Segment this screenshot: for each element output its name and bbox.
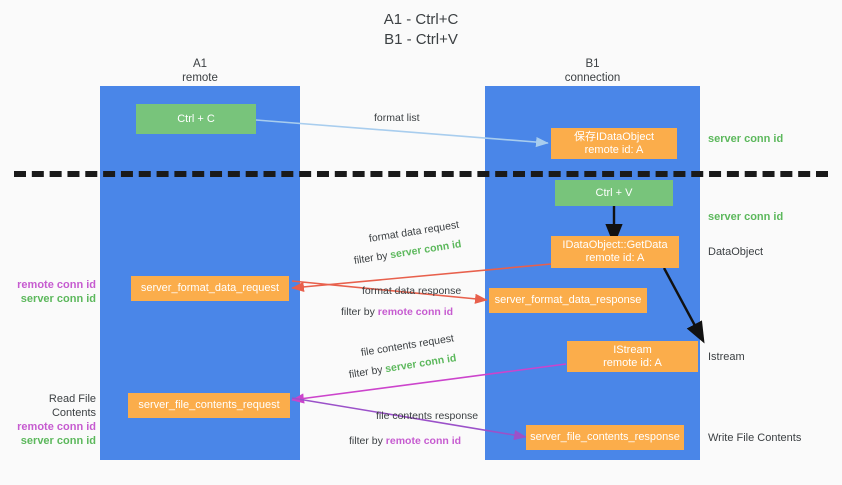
node-server-format-data-request-label: server_format_data_request xyxy=(140,282,280,294)
node-ctrl-v-label: Ctrl + V xyxy=(595,186,633,199)
diagram-title: A1 - Ctrl+C B1 - Ctrl+V xyxy=(0,10,842,50)
node-ctrl-c-label: Ctrl + C xyxy=(177,112,215,125)
annotation-write-file-contents: Write File Contents xyxy=(708,432,802,444)
annotation-istream: Istream xyxy=(708,351,745,363)
filter-prefix-3: filter by xyxy=(348,363,387,381)
node-server-file-contents-response[interactable]: server_file_contents_response xyxy=(526,425,684,450)
node-getdata-line1: IDataObject::GetData xyxy=(562,239,668,251)
edge-label-file-contents-response-filter: filter by remote conn id xyxy=(349,434,461,448)
filter-prefix-2: filter by xyxy=(341,306,378,318)
annotation-file-server-conn-id: server conn id xyxy=(20,435,96,447)
node-save-idataobject-line2: remote id: A xyxy=(584,143,644,156)
title-line-1: A1 - Ctrl+C xyxy=(383,11,459,28)
node-ctrl-v[interactable]: Ctrl + V xyxy=(555,180,673,206)
filter-prefix-1: filter by xyxy=(353,249,392,267)
node-istream-line1: IStream xyxy=(613,343,652,356)
annotation-format-conn-ids: remote conn id server conn id xyxy=(10,278,96,306)
node-server-file-contents-response-label: server_file_contents_response xyxy=(530,431,680,443)
horizontal-dashed-divider xyxy=(14,171,828,177)
node-server-format-data-response-label: server_format_data_response xyxy=(494,294,642,306)
annotation-file-remote-conn-id: remote conn id xyxy=(17,421,96,433)
node-server-format-data-response[interactable]: server_format_data_response xyxy=(489,288,647,313)
node-istream-line2: remote id: A xyxy=(603,356,662,369)
edge-label-format-data-response-filter: filter by remote conn id xyxy=(341,305,453,319)
annotation-read-file-contents: Read File Contents xyxy=(48,393,96,419)
node-istream[interactable]: IStream remote id: A xyxy=(567,341,698,372)
edge-label-format-list: format list xyxy=(374,112,420,124)
annotation-format-remote-conn-id: remote conn id xyxy=(17,279,96,291)
filter-key-remote-conn-id-2: remote conn id xyxy=(385,435,462,447)
title-line-2: B1 - Ctrl+V xyxy=(384,31,458,48)
edge-label-file-contents-response: file contents response xyxy=(376,410,479,422)
annotation-file-contents-group: Read File Contents remote conn id server… xyxy=(4,392,96,448)
annotation-server-conn-id-2: server conn id xyxy=(708,211,784,223)
column-a1-name: A1 xyxy=(192,58,208,70)
node-save-idataobject-line1: 保存IDataObject xyxy=(573,130,655,143)
filter-key-server-conn-id-1: server conn id xyxy=(389,238,463,262)
annotation-server-conn-id-1: server conn id xyxy=(708,133,784,145)
column-header-b1: B1 connection xyxy=(485,57,700,85)
node-ctrl-c[interactable]: Ctrl + C xyxy=(136,104,256,134)
filter-key-remote-conn-id-1: remote conn id xyxy=(377,306,454,318)
filter-key-server-conn-id-2: server conn id xyxy=(384,352,458,376)
node-getdata-line2: remote id: A xyxy=(585,252,645,264)
node-save-idataobject[interactable]: 保存IDataObject remote id: A xyxy=(551,128,677,159)
edge-label-format-data-response: format data response xyxy=(362,285,462,297)
column-b1-name: B1 xyxy=(585,58,600,70)
column-b1-role: connection xyxy=(564,72,621,84)
annotation-dataobject: DataObject xyxy=(708,246,764,258)
column-a1-role: remote xyxy=(182,72,218,84)
annotation-format-server-conn-id: server conn id xyxy=(20,293,96,305)
node-server-format-data-request[interactable]: server_format_data_request xyxy=(131,276,289,301)
node-idataobject-getdata[interactable]: IDataObject::GetData remote id: A xyxy=(551,236,679,268)
column-header-a1: A1 remote xyxy=(100,57,300,85)
filter-prefix-4: filter by xyxy=(349,435,386,447)
node-server-file-contents-request[interactable]: server_file_contents_request xyxy=(128,393,290,418)
node-server-file-contents-request-label: server_file_contents_request xyxy=(138,399,280,411)
